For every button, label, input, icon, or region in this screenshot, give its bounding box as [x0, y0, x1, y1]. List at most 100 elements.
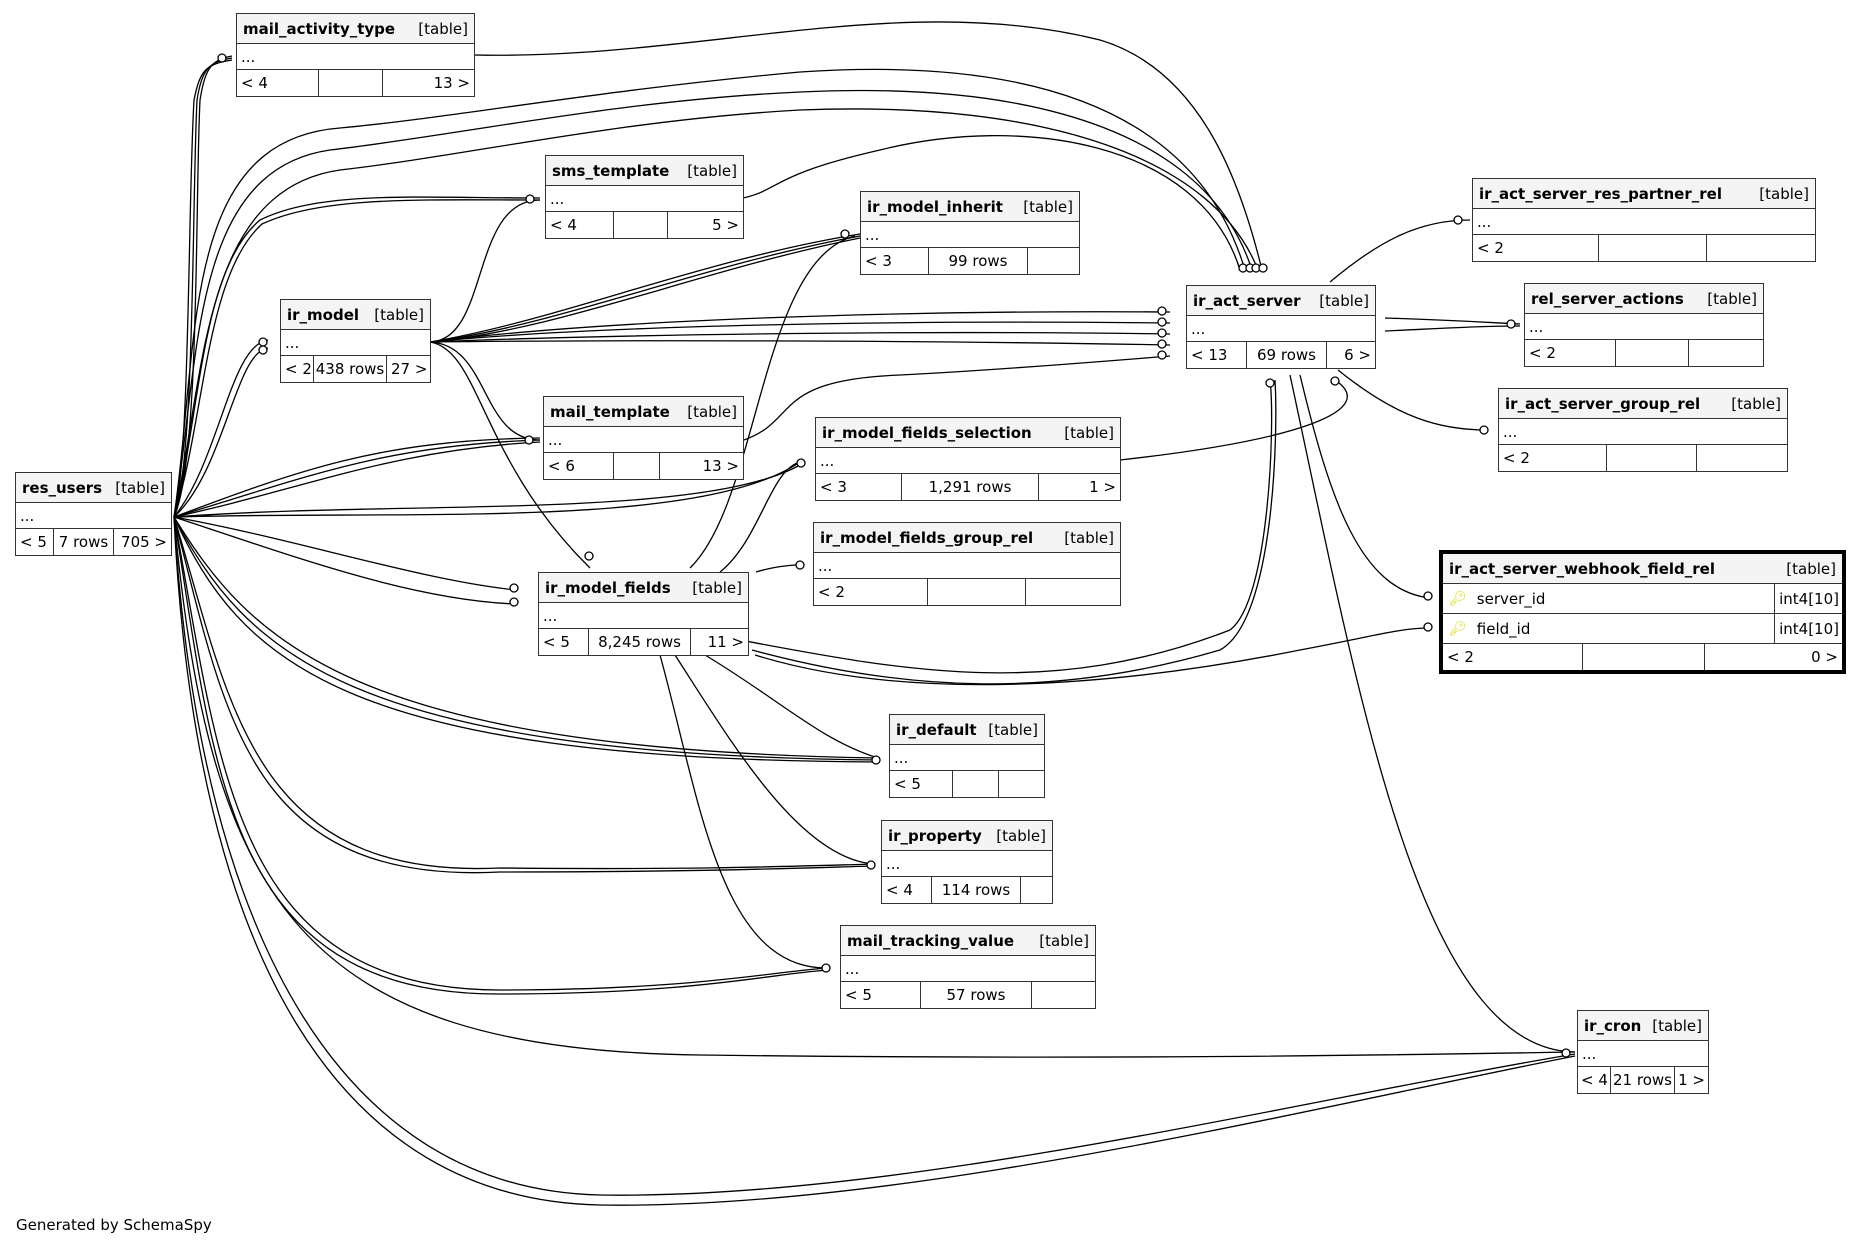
row-count [1616, 340, 1689, 366]
edge-ir-model-sms-template [429, 199, 541, 343]
edge-res-users-ir-cron-2 [173, 516, 1576, 1196]
table-ir-act-server-webhook-field-rel[interactable]: ir_act_server_webhook_field_rel[table] 🔑… [1439, 550, 1846, 674]
children-count[interactable] [1697, 445, 1787, 471]
table-kind: [table] [1759, 184, 1809, 203]
column-row[interactable]: 🔑︎server_id int4[10] [1443, 584, 1842, 614]
children-count[interactable]: 0 > [1811, 648, 1838, 666]
parents-count[interactable]: < 4 [237, 70, 319, 96]
edge-res-users-ir-property-2 [173, 516, 876, 874]
parents-count[interactable]: < 2 [814, 579, 928, 605]
edge-res-users-ir-model [173, 339, 269, 518]
row-count: 8,245 rows [589, 629, 691, 655]
children-count[interactable] [1026, 579, 1120, 605]
parents-count[interactable]: < 13 [1187, 342, 1247, 368]
column-row[interactable]: 🔑︎field_id int4[10] [1443, 614, 1842, 644]
parents-count[interactable]: < 4 [546, 212, 614, 238]
columns-placeholder: ... [1578, 1041, 1708, 1067]
row-count: 114 rows [932, 877, 1021, 903]
parents-count[interactable]: < 2 [1499, 445, 1607, 471]
table-kind: [table] [996, 826, 1046, 845]
table-kind: [table] [1064, 423, 1114, 442]
table-ir-model-fields-selection[interactable]: ir_model_fields_selection[table] ... < 3… [815, 417, 1121, 501]
table-kind: [table] [1039, 931, 1089, 950]
children-count[interactable]: 1 > [1089, 478, 1116, 496]
children-count[interactable] [1707, 235, 1815, 261]
table-ir-default[interactable]: ir_default[table] ... < 5 [889, 714, 1045, 798]
parents-count[interactable]: < 3 [816, 474, 902, 500]
table-rel-server-actions[interactable]: rel_server_actions[table] ... < 2 [1524, 283, 1764, 367]
parents-count[interactable]: < 2 [281, 356, 314, 382]
table-kind: [table] [1731, 394, 1781, 413]
table-kind: [table] [687, 402, 737, 421]
parents-count[interactable]: < 2 [1473, 235, 1599, 261]
table-ir-act-server-group-rel[interactable]: ir_act_server_group_rel [table] ... < 2 [1498, 388, 1788, 472]
parents-count[interactable]: < 2 [1525, 340, 1616, 366]
columns-placeholder: ... [1499, 419, 1787, 445]
edge-res-users-mail-tracking-value-2 [173, 516, 831, 995]
columns-placeholder: ... [814, 553, 1120, 579]
children-count[interactable] [1021, 877, 1052, 903]
table-kind: [table] [1319, 291, 1369, 310]
parents-count[interactable]: < 5 [841, 982, 921, 1008]
row-count [1599, 235, 1707, 261]
table-ir-act-server-res-partner-rel[interactable]: ir_act_server_res_partner_rel[table] ...… [1472, 178, 1816, 262]
children-count[interactable]: 13 > [702, 457, 739, 475]
columns-placeholder: ... [882, 851, 1052, 877]
children-count[interactable] [1032, 982, 1095, 1008]
table-kind: [table] [687, 161, 737, 180]
parents-count[interactable]: < 4 [882, 877, 932, 903]
columns-placeholder: ... [1525, 314, 1763, 340]
table-kind: [table] [374, 305, 424, 324]
parents-count[interactable]: < 2 [1443, 644, 1583, 670]
children-count[interactable]: 13 > [433, 74, 470, 92]
row-count: 7 rows [54, 529, 114, 555]
children-count[interactable] [1689, 340, 1763, 366]
edge-ir-model-ir-model-inherit-3 [429, 237, 861, 343]
children-count[interactable]: 6 > [1344, 346, 1371, 364]
row-count: 57 rows [921, 982, 1032, 1008]
children-count[interactable]: 5 > [712, 216, 739, 234]
table-name: mail_template [550, 402, 670, 421]
children-count[interactable]: 27 > [391, 360, 428, 378]
children-count[interactable]: 705 > [121, 533, 167, 551]
children-count[interactable]: 1 > [1678, 1071, 1705, 1089]
parents-count[interactable]: < 4 [1578, 1067, 1611, 1093]
parents-count[interactable]: < 5 [539, 629, 589, 655]
row-count [614, 453, 660, 479]
generated-by-note: Generated by SchemaSpy [16, 1216, 212, 1234]
parents-count[interactable]: < 5 [890, 771, 953, 797]
edge-ir-model-fields-ir-act-server-2 [751, 379, 1277, 685]
edge-res-users-ir-default [173, 516, 881, 759]
table-ir-model-fields-group-rel[interactable]: ir_model_fields_group_rel[table] ... < 2 [813, 522, 1121, 606]
parents-count[interactable]: < 3 [861, 248, 929, 274]
edge-res-users-mail-template-2 [173, 439, 541, 518]
parents-count[interactable]: < 5 [16, 529, 54, 555]
table-name: ir_act_server [1193, 291, 1301, 310]
edge-ir-act-server-selection [1119, 379, 1348, 461]
table-name: ir_act_server_group_rel [1505, 394, 1701, 413]
table-name: mail_tracking_value [847, 931, 1015, 950]
children-count[interactable] [999, 771, 1044, 797]
children-count[interactable] [1028, 248, 1079, 274]
table-name: ir_model_inherit [867, 197, 1003, 216]
children-count[interactable]: 11 > [707, 633, 744, 651]
columns-placeholder: ... [237, 44, 474, 70]
parents-count[interactable]: < 6 [544, 453, 614, 479]
edge-res-users-ir-act-server-1 [173, 68, 1246, 518]
table-kind: [table] [1707, 289, 1757, 308]
columns-placeholder: ... [546, 186, 743, 212]
edge-ir-model-fields-ir-act-server [739, 379, 1273, 674]
table-kind: [table] [1652, 1016, 1702, 1035]
